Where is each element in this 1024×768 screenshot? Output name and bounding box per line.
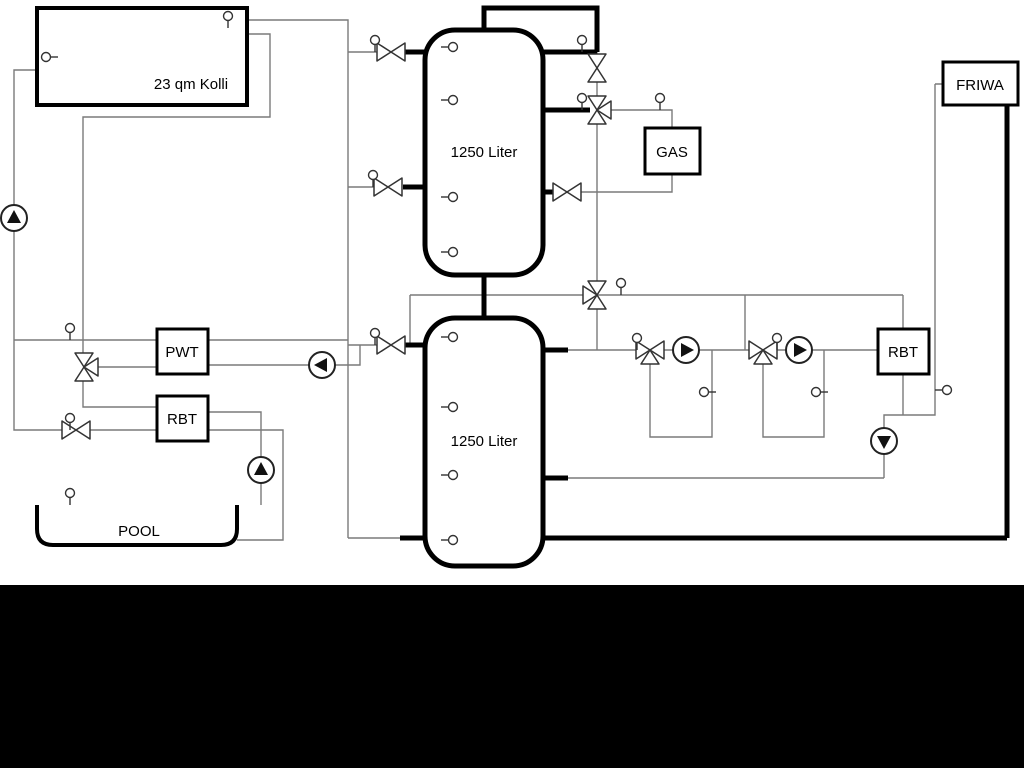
black-mask-bottom xyxy=(0,585,1024,768)
valve-icon xyxy=(376,42,406,62)
thick-pipes xyxy=(400,5,1010,541)
buffer-tank-top-body xyxy=(422,27,546,278)
pwt-label: PWT xyxy=(165,344,198,361)
sensor-icon xyxy=(64,322,76,341)
buffer-tank-top: 1250 Liter xyxy=(422,27,546,278)
valve-icon xyxy=(376,335,406,355)
rbt-left-label: RBT xyxy=(167,411,197,428)
rbt-right-box xyxy=(876,327,931,376)
buffer-tank-top-label: 1250 Liter xyxy=(451,144,518,161)
pwt-heat-exchanger: PWT xyxy=(155,327,210,376)
pump-left-icon xyxy=(308,351,336,379)
buffer-tank-bottom-body xyxy=(422,315,546,569)
sensor-icon xyxy=(64,487,76,506)
pwt-box xyxy=(155,327,210,376)
pool: POOL xyxy=(35,505,239,547)
pump-down-icon xyxy=(870,427,898,455)
pump-up-icon xyxy=(0,204,28,232)
sensor-icon xyxy=(615,277,627,296)
pool-basin xyxy=(35,505,239,547)
gas-boiler-label: GAS xyxy=(656,144,688,161)
sensor-icon xyxy=(934,384,953,396)
three-way-valve-icon xyxy=(587,95,612,125)
pool-label: POOL xyxy=(118,523,160,540)
buffer-tank-bottom-label: 1250 Liter xyxy=(451,433,518,450)
buffer-tank-bottom: 1250 Liter xyxy=(422,315,546,569)
thin-pipes xyxy=(13,19,943,541)
valve-icon xyxy=(373,177,403,197)
rbt-right: RBT xyxy=(876,327,931,376)
three-way-valve-icon xyxy=(748,340,778,365)
sensor-icon xyxy=(698,386,717,398)
three-way-valve-icon xyxy=(74,352,99,382)
sensor-icon xyxy=(654,92,666,111)
valve-icon xyxy=(587,53,607,83)
rbt-left-box xyxy=(155,394,210,443)
schematic-canvas: 23 qm Kolli 1250 Liter 1250 Liter GAS FR… xyxy=(0,5,1020,569)
gas-boiler: GAS xyxy=(643,126,702,176)
solar-collector-label: 23 qm Kolli xyxy=(154,76,228,93)
pump-up-icon xyxy=(247,456,275,484)
sensor-icon xyxy=(810,386,829,398)
friwa-module: FRIWA xyxy=(941,60,1020,107)
rbt-right-label: RBT xyxy=(888,344,918,361)
solar-collector: 23 qm Kolli xyxy=(35,6,249,107)
solar-collector-box xyxy=(35,6,249,107)
friwa-label: FRIWA xyxy=(956,77,1004,94)
friwa-box xyxy=(941,60,1020,107)
pump-right-icon xyxy=(672,336,700,364)
rbt-left: RBT xyxy=(155,394,210,443)
valve-icon xyxy=(61,420,91,440)
valve-icon xyxy=(552,182,582,202)
gas-boiler-box xyxy=(643,126,702,176)
pump-right-icon xyxy=(785,336,813,364)
three-way-valve-icon xyxy=(635,340,665,365)
